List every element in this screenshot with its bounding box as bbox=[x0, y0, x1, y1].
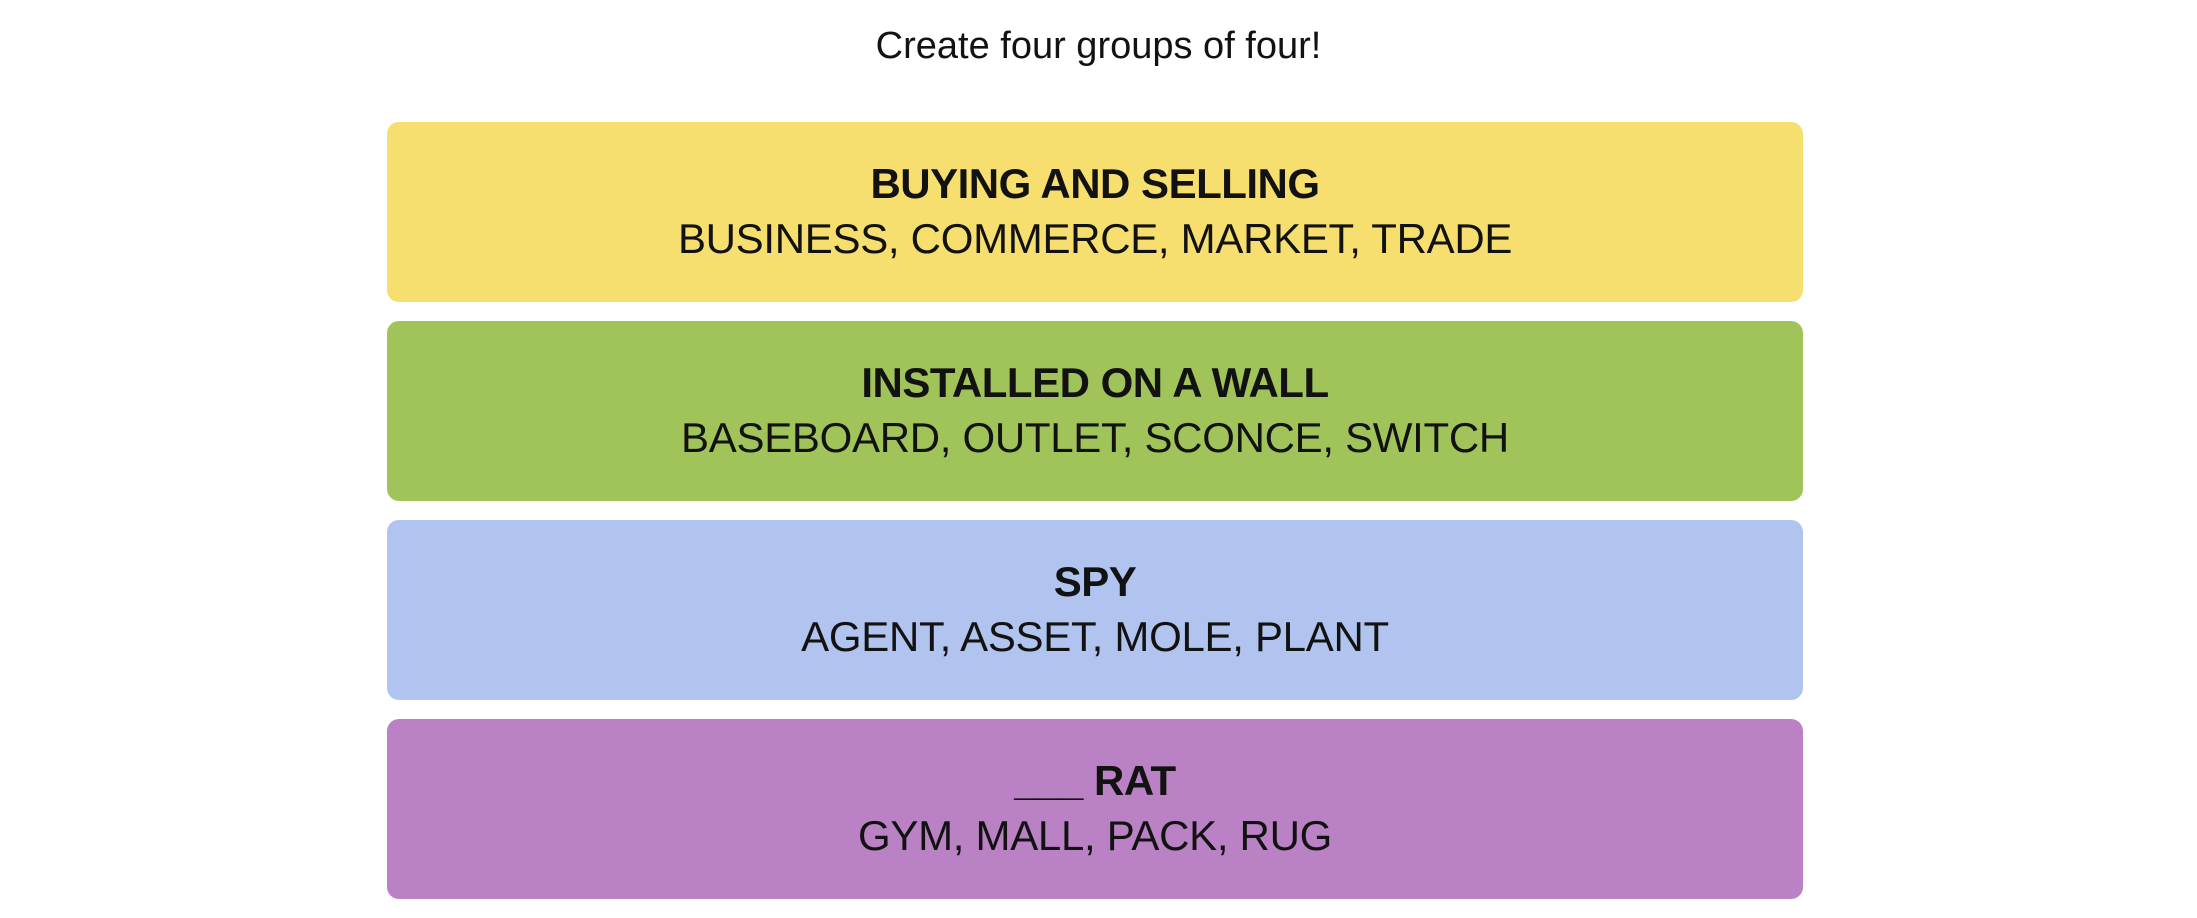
group-members: BASEBOARD, OUTLET, SCONCE, SWITCH bbox=[681, 414, 1509, 461]
group-title: ___ RAT bbox=[1014, 757, 1176, 804]
solved-group-purple: ___ RAT GYM, MALL, PACK, RUG bbox=[387, 719, 1803, 899]
group-members: AGENT, ASSET, MOLE, PLANT bbox=[801, 613, 1389, 660]
solved-group-green: INSTALLED ON A WALL BASEBOARD, OUTLET, S… bbox=[387, 321, 1803, 501]
group-title: INSTALLED ON A WALL bbox=[861, 359, 1329, 406]
instructions-text: Create four groups of four! bbox=[875, 25, 1322, 67]
group-members: BUSINESS, COMMERCE, MARKET, TRADE bbox=[677, 215, 1513, 262]
group-members: GYM, MALL, PACK, RUG bbox=[858, 812, 1332, 859]
group-title: SPY bbox=[1053, 558, 1137, 605]
solved-group-yellow: BUYING AND SELLING BUSINESS, COMMERCE, M… bbox=[387, 122, 1803, 302]
solved-group-blue: SPY AGENT, ASSET, MOLE, PLANT bbox=[387, 520, 1803, 700]
solved-groups-board: BUYING AND SELLING BUSINESS, COMMERCE, M… bbox=[387, 122, 1803, 918]
group-title: BUYING AND SELLING bbox=[870, 160, 1320, 207]
